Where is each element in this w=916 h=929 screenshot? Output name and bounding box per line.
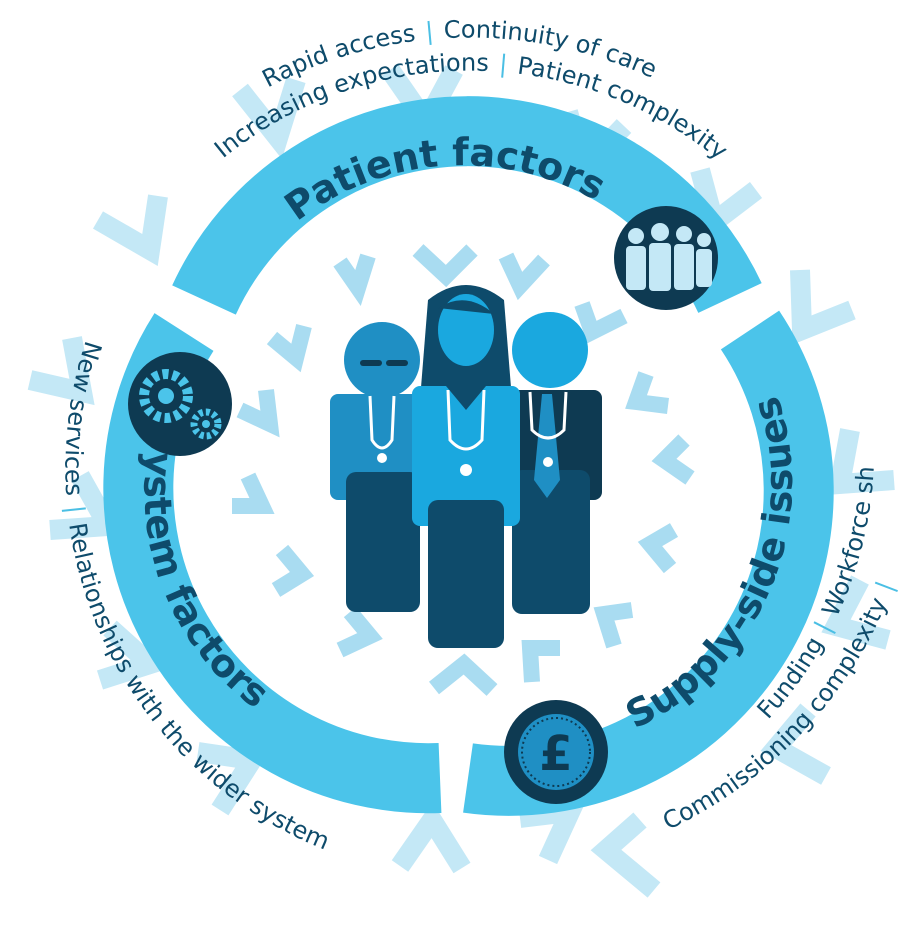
gears-icon [128, 352, 232, 456]
outer-arrow [760, 703, 831, 785]
outer-arrow [391, 801, 471, 874]
outer-arrow [27, 336, 95, 406]
pound-coin-icon: £ [504, 700, 608, 804]
inner-arrows [232, 244, 695, 696]
inner-arrow [271, 544, 315, 597]
clinician-center [412, 285, 520, 648]
clinician-left [330, 322, 434, 612]
inner-arrow [232, 472, 275, 514]
inner-arrow [637, 523, 679, 574]
clinician-right [500, 312, 602, 614]
outer-arrow [827, 428, 895, 495]
outer-arrow [96, 620, 170, 690]
svg-text:£: £ [539, 726, 572, 782]
inner-arrow [429, 653, 498, 696]
outer-arrow [93, 194, 168, 267]
people-group-icon [614, 206, 718, 310]
inner-arrow [521, 640, 560, 683]
inner-arrow [593, 602, 634, 649]
inner-arrow [333, 253, 376, 307]
inner-arrow [625, 371, 669, 414]
inner-arrow [574, 301, 628, 344]
outer-arrow [518, 799, 587, 865]
clinicians-group-icon [330, 285, 602, 648]
inner-arrow [266, 324, 312, 373]
inner-arrow [498, 252, 550, 301]
outer-arrow [590, 812, 661, 898]
outer-arrow [821, 575, 891, 650]
inner-arrow [651, 434, 695, 485]
inner-arrow [336, 606, 383, 658]
inner-arrow [236, 389, 280, 438]
inner-arrow [412, 244, 478, 288]
outer-arrow [232, 77, 306, 160]
outer-arrow [790, 269, 856, 345]
